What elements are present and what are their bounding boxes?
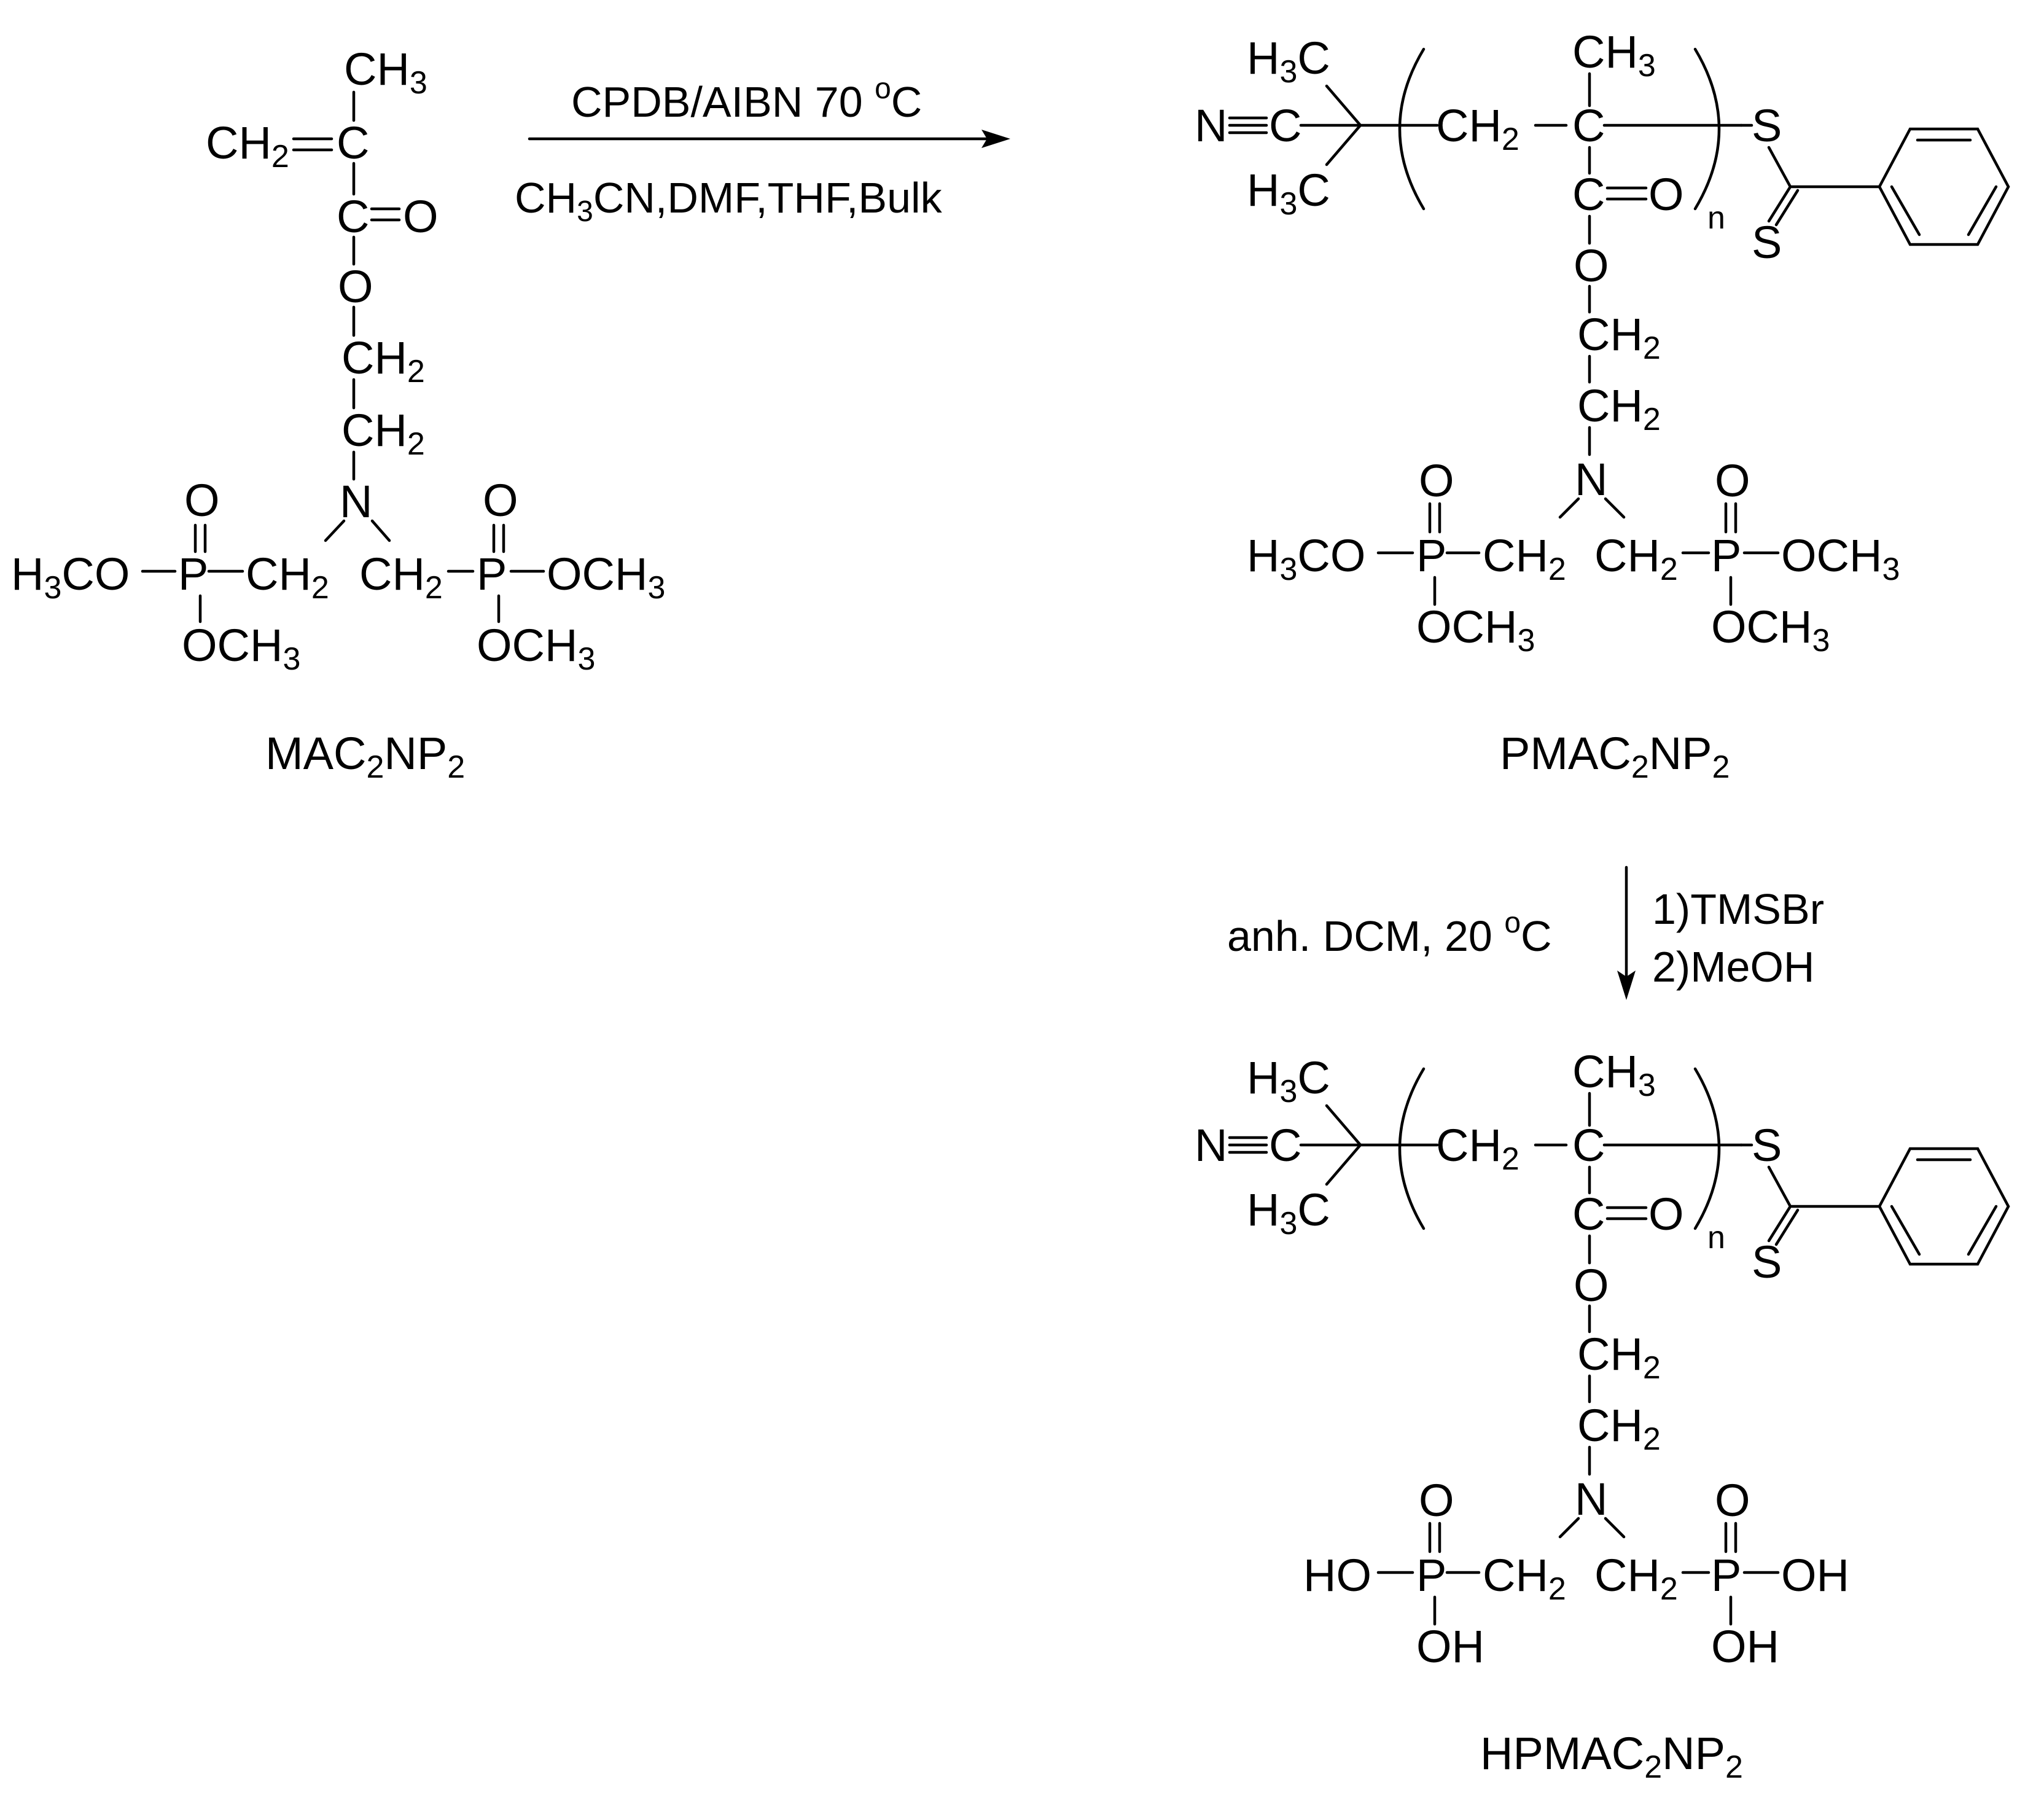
monomer-och3-right-a: OCH3 <box>547 549 665 606</box>
monomer-ch3: CH3 <box>344 44 427 101</box>
monomer-c-alpha: C <box>337 117 369 168</box>
step2-conditions-left: anh. DCM, 20 oC <box>1227 907 1552 960</box>
polymer-c-nitrile: C <box>1269 100 1301 151</box>
step2-reagent-1: 1)TMSBr <box>1652 885 1824 933</box>
hpolymer-c-carbonyl: C <box>1572 1189 1605 1240</box>
polymer-s-thione: S <box>1752 217 1782 268</box>
monomer-ch2-right: CH2 <box>359 549 443 606</box>
hpolymer-s-thioester: S <box>1752 1120 1782 1171</box>
hpolymer-p-right: P <box>1711 1550 1741 1601</box>
hpolymer-o-p-right: O <box>1715 1475 1750 1526</box>
polymer-caption: PMAC2NP2 <box>1500 728 1730 785</box>
monomer-ch2-left: CH2 <box>246 549 329 606</box>
hpolymer-n-nitrile: N <box>1195 1120 1227 1171</box>
polymer-p-right: P <box>1711 530 1741 581</box>
hpolymer-ch2-right: CH2 <box>1594 1550 1678 1607</box>
hpolymer-oh-left: OH <box>1416 1621 1484 1672</box>
polymer-h3co-left: H3CO <box>1247 530 1365 587</box>
hpolymer-s-thione: S <box>1752 1236 1782 1287</box>
polymer-c-carbonyl: C <box>1572 169 1605 220</box>
polymer-n-amine: N <box>1575 454 1607 505</box>
hpolymer-ch3-sidechain: CH3 <box>1572 1046 1656 1103</box>
hpolymer-o-p-left: O <box>1419 1475 1454 1526</box>
hpolymer-c-nitrile: C <box>1269 1120 1301 1171</box>
monomer-n: N <box>340 476 372 527</box>
monomer-och3-left: OCH3 <box>182 620 300 677</box>
step2-reagent-2: 2)MeOH <box>1652 943 1814 991</box>
polymer-och3-left: OCH3 <box>1416 601 1535 658</box>
polymer-och3-right-a: OCH3 <box>1781 530 1900 587</box>
hpolymer-oh-right-b: OH <box>1711 1621 1779 1672</box>
polymer-structure: H3C H3C N C n CH2 C CH3 C O O CH2 CH2 <box>1195 26 2010 658</box>
polymer-ch3-sidechain: CH3 <box>1572 26 1656 84</box>
polymer-o-p-right: O <box>1715 455 1750 506</box>
monomer-h3co-left: H3CO <box>11 549 130 606</box>
hpolymer-n-amine: N <box>1575 1474 1607 1525</box>
polymer-n-nitrile: N <box>1195 100 1227 151</box>
hpolymer-o-ester: O <box>1574 1260 1609 1311</box>
hpolymer-h3c-top: H3C <box>1247 1052 1330 1109</box>
hpolymer-repeat-n: n <box>1707 1220 1725 1256</box>
hpolymer-p-left: P <box>1416 1550 1446 1601</box>
monomer-c-carbonyl: C <box>337 191 369 242</box>
hpolymer-c-quaternary: C <box>1572 1120 1605 1171</box>
step1-arrow <box>528 130 1010 148</box>
monomer-och3-right-b: OCH3 <box>477 620 595 677</box>
polymer-c-quaternary: C <box>1572 100 1605 151</box>
hydrolyzed-polymer-structure: H3C H3C N C n CH2 C CH3 C O O CH2 CH2 N <box>1195 1046 2010 1672</box>
polymer-ch2-left: CH2 <box>1483 530 1566 587</box>
polymer-p-left: P <box>1416 530 1446 581</box>
monomer-o-p-left: O <box>184 475 220 526</box>
monomer-ch2-vinyl: CH2 <box>206 117 289 174</box>
polymer-ch2-right: CH2 <box>1594 530 1678 587</box>
hpolymer-h3c-bottom: H3C <box>1247 1184 1330 1241</box>
step1-conditions-below: CH3CN,DMF,THF,Bulk <box>515 174 943 228</box>
monomer-p-right: P <box>477 549 507 600</box>
step1-conditions-above: CPDB/AIBN 70 oC <box>571 72 922 126</box>
polymer-o-p-left: O <box>1419 455 1454 506</box>
step2-arrow <box>1617 865 1636 1000</box>
monomer-caption: MAC2NP2 <box>265 728 465 785</box>
hpolymer-ho-left: HO <box>1303 1550 1371 1601</box>
monomer-p-left: P <box>178 549 208 600</box>
hpolymer-ch2-backbone: CH2 <box>1436 1120 1519 1177</box>
polymer-o-ester: O <box>1574 240 1609 291</box>
monomer-o-ester: O <box>338 261 373 312</box>
polymer-s-thioester: S <box>1752 100 1782 151</box>
hpolymer-ch2-b: CH2 <box>1577 1400 1661 1457</box>
polymer-h3c-bottom: H3C <box>1247 165 1330 222</box>
hpolymer-ch2-left: CH2 <box>1483 1550 1566 1607</box>
monomer-structure: CH3 CH2 C C O O CH2 CH2 N H3CO P O <box>11 44 665 677</box>
monomer-o-carbonyl: O <box>403 191 439 242</box>
monomer-ch2-a: CH2 <box>341 332 425 389</box>
polymer-h3c-top: H3C <box>1247 33 1330 90</box>
polymer-o-carbonyl: O <box>1648 169 1684 220</box>
monomer-o-p-right: O <box>483 475 518 526</box>
polymer-ch2-backbone: CH2 <box>1436 100 1519 157</box>
hydrolyzed-polymer-caption: HPMAC2NP2 <box>1480 1728 1743 1785</box>
hpolymer-oh-right-a: OH <box>1781 1550 1849 1601</box>
polymer-repeat-n: n <box>1707 200 1725 236</box>
hpolymer-o-carbonyl: O <box>1648 1189 1684 1240</box>
polymer-och3-right-b: OCH3 <box>1711 601 1830 658</box>
